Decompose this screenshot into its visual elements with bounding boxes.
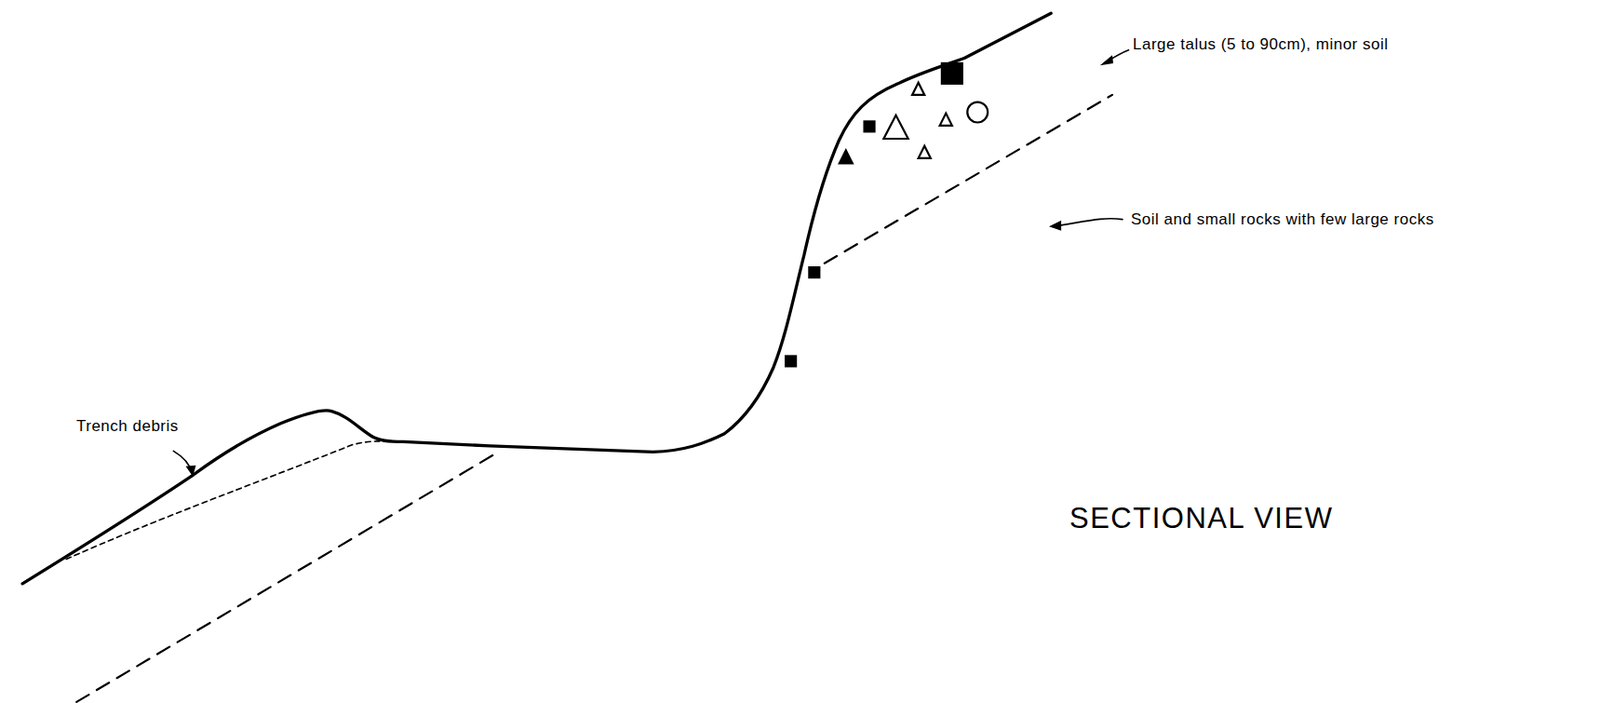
- sample-square: [784, 354, 797, 367]
- talus-boundary: [824, 94, 1113, 264]
- sample-square: [941, 62, 964, 85]
- arrowhead: [1048, 220, 1062, 231]
- sample-triangle: [918, 146, 931, 159]
- arrowhead: [186, 465, 197, 477]
- leader-line: [1052, 218, 1123, 228]
- sample-triangle: [940, 113, 953, 126]
- sample-circle: [967, 102, 988, 123]
- arrowhead: [1100, 54, 1114, 66]
- sample-triangle: [837, 147, 855, 165]
- annotation-label: Soil and small rocks with few large rock…: [1130, 210, 1435, 229]
- sample-square: [862, 120, 875, 133]
- ground-profile: [22, 13, 1051, 584]
- annotation-label: Trench debris: [76, 416, 179, 436]
- sample-triangle: [912, 82, 925, 95]
- soil-boundary-lower: [76, 450, 500, 702]
- view-title: SECTIONAL VIEW: [1069, 500, 1333, 536]
- sample-triangle: [883, 115, 908, 139]
- sample-square: [807, 266, 821, 279]
- trench-debris-base: [66, 441, 393, 560]
- annotation-label: Large talus (5 to 90cm), minor soil: [1132, 35, 1389, 54]
